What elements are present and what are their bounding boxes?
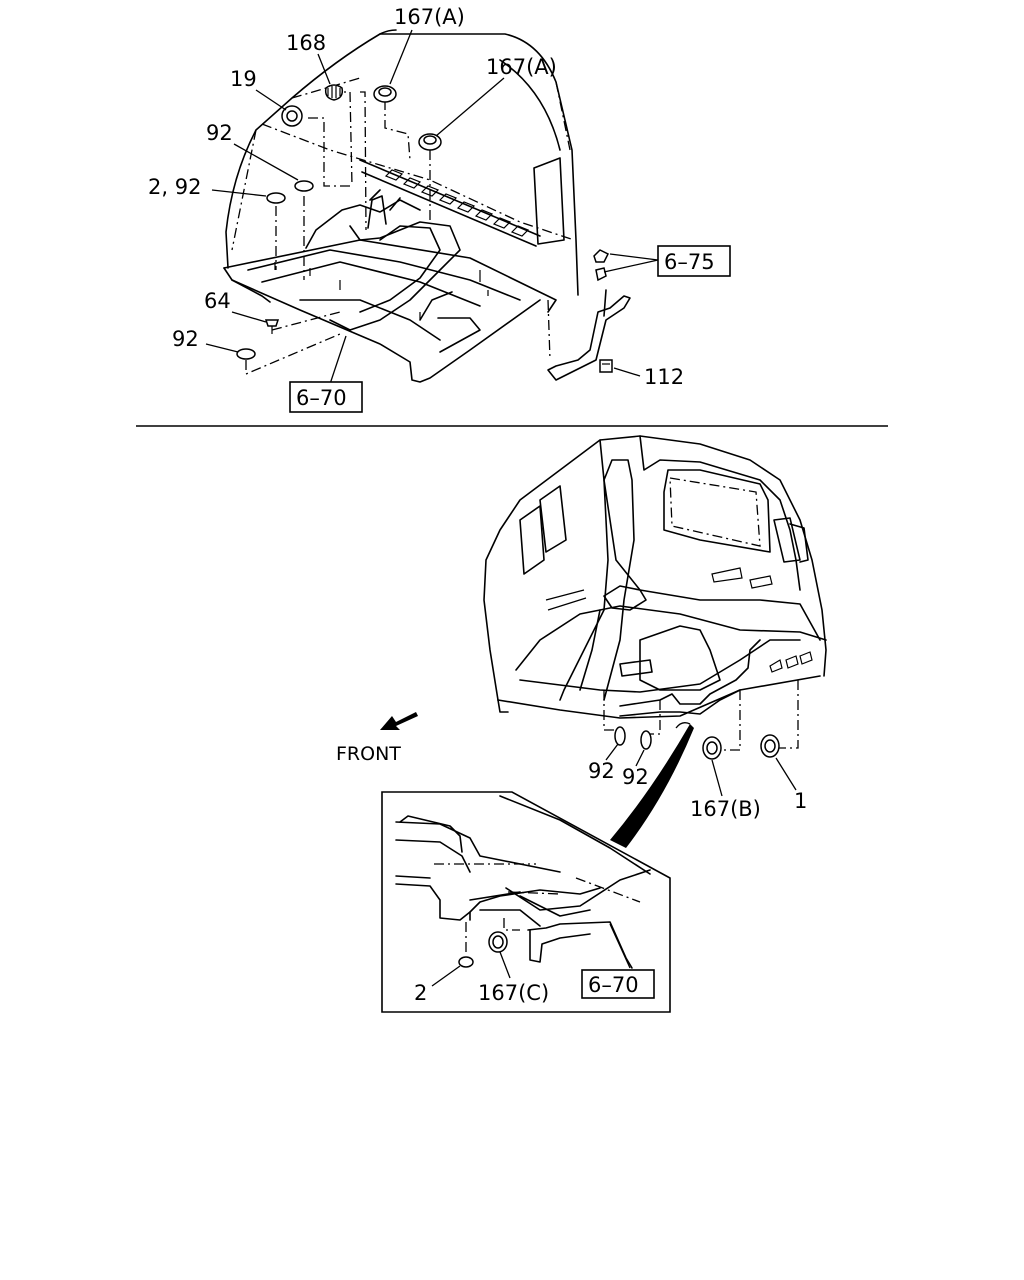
front-arrow-icon <box>380 712 418 730</box>
grommet-167c-icon <box>488 931 508 953</box>
reference-6-70-top[interactable]: 6–70 <box>289 381 363 413</box>
callout-92-top: 92 <box>206 121 233 145</box>
callout-92-bottom-a: 92 <box>588 759 615 783</box>
reference-6-75[interactable]: 6–75 <box>657 245 731 277</box>
callout-167a-1: 167(A) <box>394 5 465 29</box>
detail-pointer <box>610 724 694 848</box>
bolt-112-icon <box>599 359 613 373</box>
grommet-167a-2-icon <box>418 133 442 151</box>
bottom-cab-underside-view: 92 92 167(B) 1 FRONT <box>336 435 827 848</box>
detail-inset: 2 167(C) 6–70 <box>381 791 671 1013</box>
callout-19: 19 <box>230 67 257 91</box>
plug-2-icon <box>458 956 474 968</box>
grommet-167b-icon <box>702 736 722 760</box>
top-cab-floor-view: 167(A) 168 167(A) 19 92 2, 92 64 92 112 … <box>148 5 731 413</box>
plug-92-b-icon <box>640 730 652 750</box>
callout-112: 112 <box>644 365 684 389</box>
grommet-19-icon <box>281 105 303 127</box>
callout-64: 64 <box>204 289 231 313</box>
plug-92-lower-icon <box>236 348 256 360</box>
reference-6-70-inset[interactable]: 6–70 <box>581 969 655 999</box>
plug-168-icon <box>324 84 344 101</box>
screw-64-icon <box>264 319 280 334</box>
grommet-167a-1-icon <box>373 85 397 103</box>
callout-167c: 167(C) <box>478 981 549 1005</box>
callout-167a-2: 167(A) <box>486 55 557 79</box>
callout-2-inset: 2 <box>414 981 427 1005</box>
callout-167b: 167(B) <box>690 797 761 821</box>
callout-168: 168 <box>286 31 326 55</box>
callout-92-bottom-b: 92 <box>622 765 649 789</box>
callout-92-lower: 92 <box>172 327 199 351</box>
nut-6-75-icon <box>593 249 610 282</box>
reference-6-70-inset-label: 6–70 <box>588 973 639 997</box>
plug-2-92-icon <box>266 192 286 204</box>
plug-92-a-icon <box>614 726 626 746</box>
reference-6-70-top-label: 6–70 <box>296 386 347 410</box>
inset-frame <box>381 791 671 1013</box>
grommet-1-icon <box>760 734 780 758</box>
callout-2-92: 2, 92 <box>148 175 201 199</box>
plug-92-icon <box>294 180 314 192</box>
front-label: FRONT <box>336 743 401 765</box>
reference-6-75-label: 6–75 <box>664 250 715 274</box>
callout-1: 1 <box>794 789 807 813</box>
